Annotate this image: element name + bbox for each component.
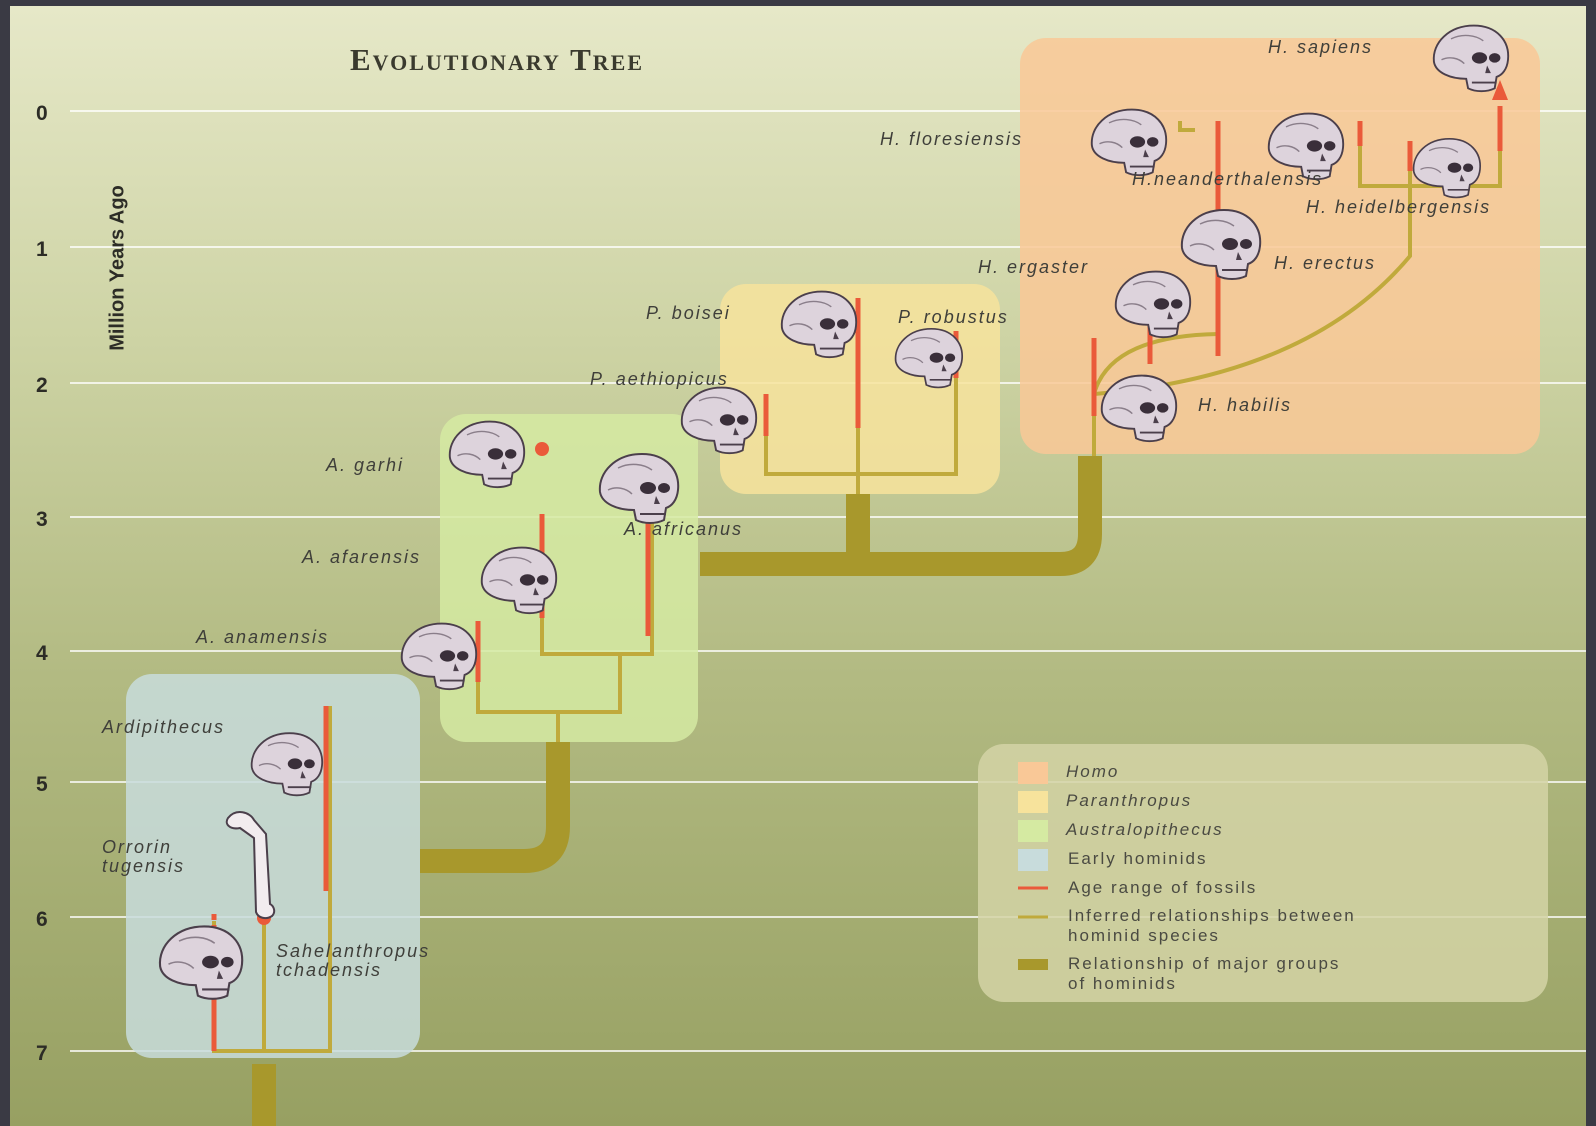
legend-label-early-hominids: Early hominids: [1068, 849, 1208, 868]
label-h-heidelbergensis: H. heidelbergensis: [1306, 197, 1492, 217]
legend-swatch-major: [1018, 959, 1048, 970]
label-h-ergaster: H. ergaster: [978, 257, 1090, 277]
label-orrorin-tugensis: Orrorin tugensis: [102, 837, 186, 876]
legend-panel: [978, 744, 1548, 1002]
legend-swatch-paranthropus: [1018, 791, 1048, 813]
legend-swatches: [1018, 762, 1048, 970]
legend-swatch-australopithecus: [1018, 820, 1048, 842]
y-tick-4: 4: [36, 642, 48, 665]
y-tick-5: 5: [36, 773, 48, 796]
label-sahelanthropus-tchadensis: Sahelanthropus tchadensis: [276, 941, 431, 980]
y-axis-label: Million Years Ago: [106, 185, 129, 351]
y-tick-7: 7: [36, 1042, 48, 1065]
label-h-erectus: H. erectus: [1274, 253, 1377, 273]
legend-label-paranthropus: Paranthropus: [1066, 791, 1193, 810]
a-garhi-age-point: [535, 442, 549, 456]
label-h-neanderthalensis: H.neanderthalensis: [1132, 169, 1324, 189]
evolutionary-tree-figure: Evolutionary Tree Million Years Ago 0 1 …: [10, 6, 1586, 1126]
label-h-habilis: H. habilis: [1198, 395, 1293, 415]
legend-label-major-groups: Relationship of major groups of hominids: [1068, 954, 1341, 993]
arrow-up-icon: [1492, 80, 1508, 100]
label-ardipithecus: Ardipithecus: [102, 717, 226, 737]
y-tick-3: 3: [36, 508, 48, 531]
label-a-anamensis: A. anamensis: [196, 627, 330, 647]
legend-label-homo: Homo: [1066, 762, 1120, 781]
y-tick-6: 6: [36, 908, 48, 931]
homo-group-panel: [1020, 38, 1540, 454]
label-a-afarensis: A. afarensis: [302, 547, 422, 567]
legend-swatch-early: [1018, 849, 1048, 871]
y-tick-1: 1: [36, 238, 48, 261]
label-a-garhi: A. garhi: [326, 455, 405, 475]
label-h-sapiens: H. sapiens: [1268, 37, 1374, 57]
label-p-robustus: P. robustus: [898, 307, 1009, 327]
legend-label-australopithecus: Australopithecus: [1066, 820, 1224, 839]
label-p-boisei: P. boisei: [646, 303, 731, 323]
y-tick-2: 2: [36, 374, 48, 397]
legend-swatch-homo: [1018, 762, 1048, 784]
legend-label-age-range: Age range of fossils: [1068, 878, 1258, 897]
major-group-relationships: [252, 456, 1102, 1126]
tree-diagram: [70, 24, 1586, 1126]
legend-label-inferred: Inferred relationships between hominid s…: [1068, 906, 1356, 945]
label-h-floresiensis: H. floresiensis: [880, 129, 1024, 149]
label-p-aethiopicus: P. aethiopicus: [590, 369, 729, 389]
femur-icon: [225, 811, 276, 920]
diagram-title: Evolutionary Tree: [350, 42, 645, 77]
y-tick-0: 0: [36, 102, 48, 125]
label-a-africanus: A. africanus: [624, 519, 744, 539]
